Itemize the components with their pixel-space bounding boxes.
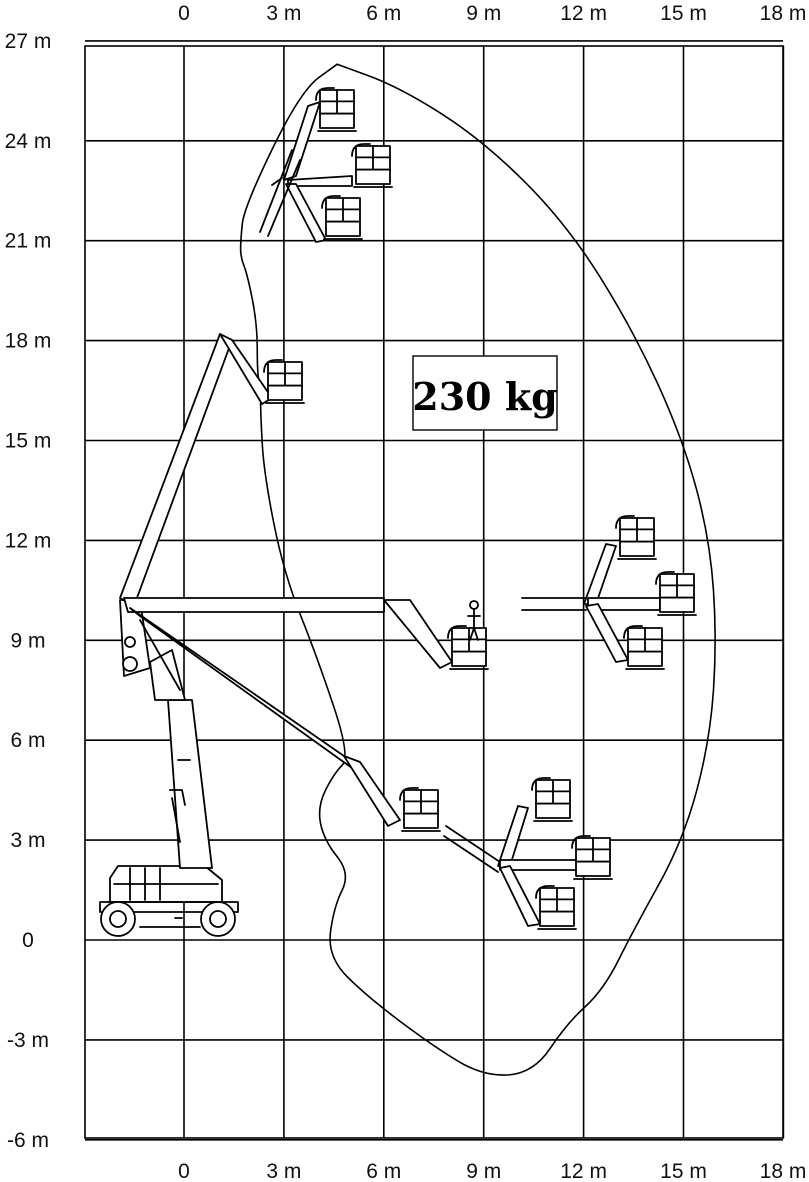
y-axis-labels: 27 m 24 m 21 m 18 m 15 m 12 m 9 m 6 m 3 m 0 -3 m -6… [5, 30, 52, 1152]
x-tick-label-bottom: 6 m [366, 1160, 401, 1182]
y-tick-label: 0 [22, 929, 34, 952]
y-tick-label: 18 m [5, 330, 52, 353]
y-tick-label: -6 m [7, 1129, 49, 1152]
platform-basket [623, 625, 665, 670]
x-tick-label-top: 3 m [266, 2, 301, 25]
x-tick-label-top: 0 [178, 2, 190, 25]
platform-basket [571, 835, 613, 880]
machine-upper-booms [119, 101, 661, 927]
y-tick-label: -3 m [7, 1029, 49, 1052]
x-tick-label-bottom: 15 m [660, 1160, 707, 1182]
platform-basket [399, 787, 441, 832]
y-tick-label: 12 m [5, 529, 52, 552]
operator-figure [467, 600, 481, 641]
x-tick-label-bottom: 12 m [560, 1160, 607, 1182]
x-tick-label-top: 9 m [466, 2, 501, 25]
y-tick-label: 21 m [5, 230, 52, 253]
machine-lower-boom [119, 599, 213, 869]
x-axis-bottom-labels: 0 3 m 6 m 9 m 12 m 15 m 18 m [178, 1160, 806, 1182]
x-tick-label-top: 15 m [660, 2, 707, 25]
x-tick-label-bottom: 3 m [266, 1160, 301, 1182]
capacity-label: 230 kg [412, 374, 557, 419]
platform-baskets [263, 87, 697, 930]
platform-basket [263, 359, 305, 404]
chart-frame [84, 45, 784, 1139]
y-tick-label: 3 m [10, 829, 45, 852]
platform-basket [535, 885, 577, 930]
y-tick-label: 27 m [5, 30, 52, 53]
platform-basket [351, 143, 393, 188]
y-tick-label: 15 m [5, 430, 52, 453]
platform-basket [615, 515, 657, 560]
machine-chassis [99, 865, 239, 937]
y-tick-label: 24 m [5, 130, 52, 153]
x-tick-label-bottom: 9 m [466, 1160, 501, 1182]
x-axis-top-labels: 0 3 m 6 m 9 m 12 m 15 m 18 m [178, 2, 806, 25]
x-tick-label-bottom: 18 m [760, 1160, 807, 1182]
platform-basket [315, 87, 357, 132]
y-tick-label: 6 m [10, 729, 45, 752]
platform-basket [447, 625, 489, 670]
x-tick-label-top: 18 m [760, 2, 807, 25]
y-tick-label: 9 m [10, 629, 45, 652]
x-tick-label-top: 12 m [560, 2, 607, 25]
platform-basket [321, 195, 363, 240]
x-tick-label-bottom: 0 [178, 1160, 190, 1182]
platform-basket [655, 571, 697, 616]
x-tick-label-top: 6 m [366, 2, 401, 25]
platform-basket [531, 777, 573, 822]
working-envelope-outline [239, 63, 716, 1076]
capacity-label-box: 230 kg [412, 355, 558, 431]
